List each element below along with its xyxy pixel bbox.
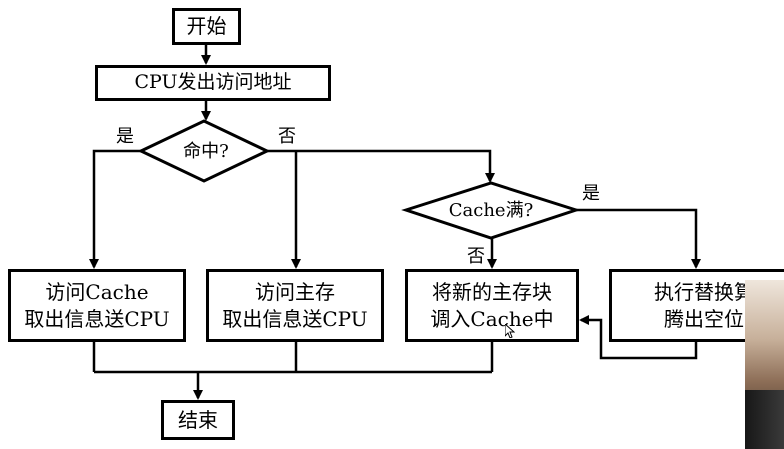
issue-address-box: CPU发出访问地址 (95, 65, 331, 101)
start-label: 开始 (186, 14, 227, 38)
end-label: 结束 (178, 407, 218, 432)
load-block-line-1: 将新的主存块 (432, 279, 552, 304)
arrow-full-yes (576, 208, 701, 269)
start-terminal: 开始 (172, 8, 241, 45)
arrow-hit-yes (89, 149, 141, 269)
arrow-hit-no (267, 149, 495, 183)
arrow-replace-to-load (579, 315, 698, 360)
video-shadow (745, 390, 784, 449)
issue-address-label: CPU发出访问地址 (134, 71, 292, 94)
full-yes-label: 是 (582, 183, 600, 204)
access-cache-line-1: 访问Cache (45, 279, 149, 304)
access-main-line-2: 取出信息送CPU (222, 306, 368, 331)
full-decision-label: Cache满? (448, 200, 534, 221)
mouse-cursor-icon (505, 324, 515, 338)
hit-yes-label: 是 (116, 126, 134, 147)
hit-no-label: 否 (278, 126, 296, 147)
access-cache-box: 访问Cache 取出信息送CPU (8, 269, 186, 342)
end-terminal: 结束 (161, 400, 235, 440)
replacement-line-1: 执行替换算 (654, 279, 754, 304)
load-block-line-2: 调入Cache中 (430, 306, 554, 331)
full-no-label: 否 (467, 246, 485, 267)
access-cache-line-2: 取出信息送CPU (24, 306, 170, 331)
presenter-video-thumbnail (745, 280, 784, 449)
access-main-memory-box: 访问主存 取出信息送CPU (206, 269, 384, 342)
replacement-line-2: 腾出空位 (664, 306, 744, 331)
full-decision-diamond (401, 181, 581, 240)
access-main-line-1: 访问主存 (254, 279, 335, 304)
load-block-box: 将新的主存块 调入Cache中 (405, 269, 579, 342)
hit-decision-label: 命中? (183, 141, 229, 162)
hit-decision-diamond (137, 119, 271, 183)
